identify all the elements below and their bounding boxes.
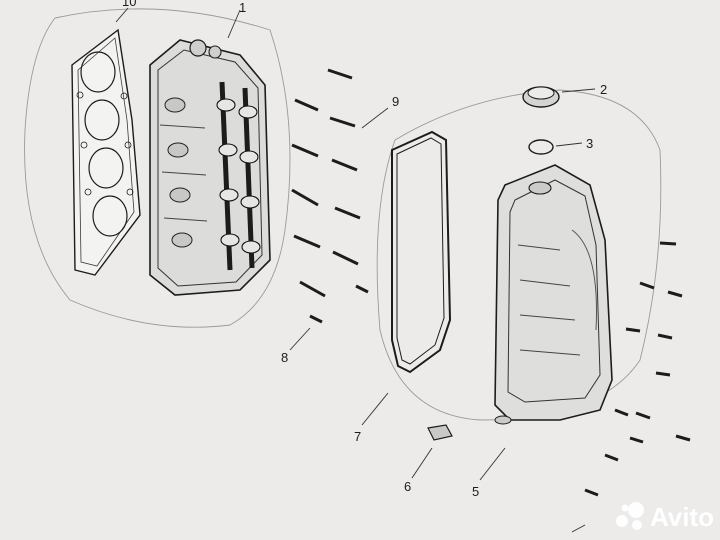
- o-ring: [528, 139, 554, 155]
- callout-10: 10: [122, 0, 136, 9]
- avito-watermark: Avito: [616, 502, 714, 532]
- callout-5: 5: [472, 484, 479, 499]
- cylinder-head-cover: [494, 164, 613, 425]
- avito-watermark-text: Avito: [650, 502, 714, 532]
- cylinder-head: [149, 39, 271, 296]
- head-bolts: [291, 68, 369, 298]
- callout-9: 9: [392, 94, 399, 109]
- avito-logo-icon: [616, 502, 644, 530]
- callout-2: 2: [600, 82, 607, 97]
- small-block-part: [427, 424, 453, 441]
- callout-6: 6: [404, 479, 411, 494]
- leader-lines: [115, 7, 596, 533]
- cover-assembly-outline: [376, 89, 662, 421]
- cover-gasket: [391, 130, 452, 374]
- callout-labels: 10 1 2 3 5 6 7 8 9: [122, 0, 607, 499]
- small-bolt: [309, 314, 323, 324]
- cover-bolts: [584, 241, 691, 497]
- head-gasket: [71, 28, 141, 276]
- callout-8: 8: [281, 350, 288, 365]
- callout-1: 1: [239, 0, 246, 15]
- callout-3: 3: [586, 136, 593, 151]
- head-assembly-outline: [24, 8, 291, 328]
- callout-7: 7: [354, 429, 361, 444]
- oil-filler-cap: [522, 86, 560, 108]
